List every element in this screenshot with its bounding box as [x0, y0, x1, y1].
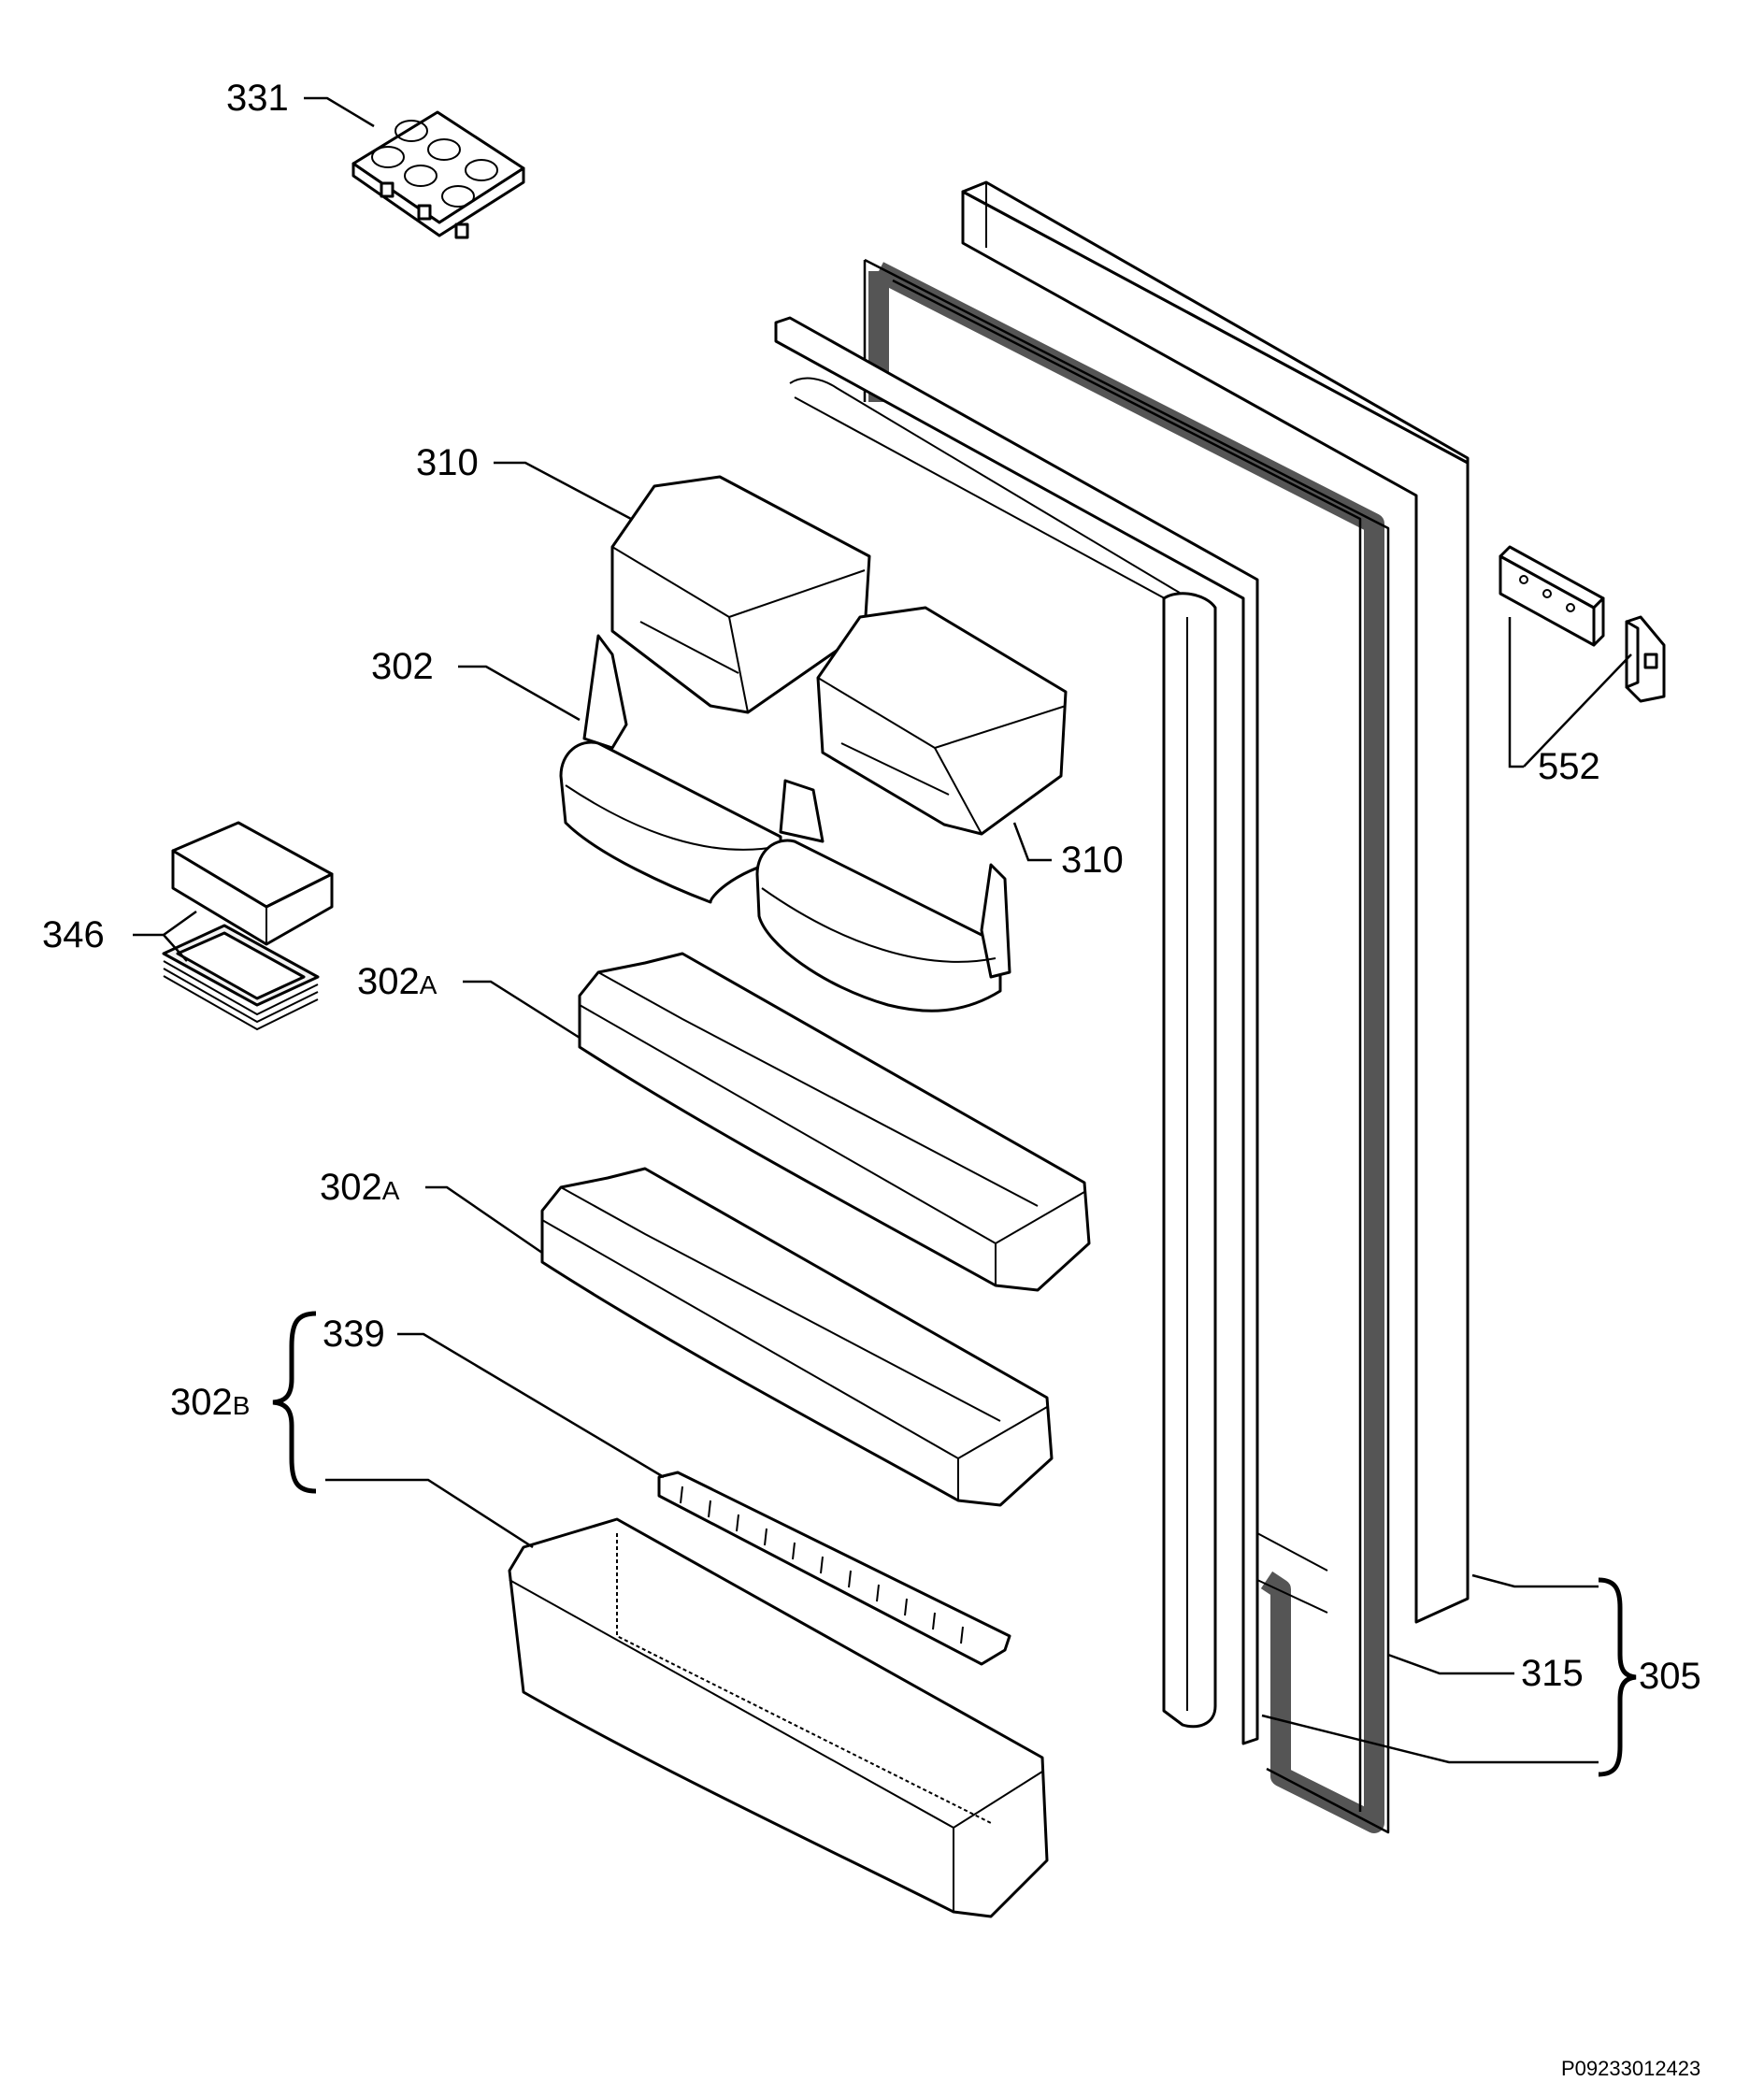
label-gasket: 315	[1521, 1653, 1584, 1694]
egg-tray	[351, 110, 525, 239]
door-inner-liner	[774, 316, 1328, 1745]
label-ice-tray: 346	[42, 914, 105, 955]
label-bottle-shelf-upper: 302A	[357, 961, 437, 1002]
door-outer-panel	[961, 180, 1470, 1624]
label-shelf-small: 302	[371, 646, 434, 687]
door-bottle-shelf-lower	[540, 1167, 1054, 1507]
ice-cube-tray	[162, 821, 334, 1031]
document-number: P09233012423	[1561, 2057, 1700, 2080]
butter-compartment-lid-lower	[816, 606, 1068, 836]
label-group-302b: 302B	[170, 1382, 250, 1423]
label-bottle-shelf-lower: 302A	[320, 1167, 400, 1208]
group-brace-305	[1598, 1577, 1637, 1777]
door-bottle-shelf-bottom	[508, 1517, 1049, 1918]
label-egg-tray: 331	[226, 78, 289, 119]
small-door-shelf-right	[755, 779, 1011, 1012]
leader-lines	[133, 96, 1632, 1764]
label-door-assembly: 305	[1639, 1656, 1701, 1697]
small-door-shelf-left	[559, 634, 782, 904]
door-gasket	[863, 258, 1390, 1834]
bottle-retainer-rack	[657, 1471, 1011, 1666]
label-butter-lid-upper: 310	[416, 442, 479, 483]
label-butter-lid-lower: 310	[1061, 840, 1124, 881]
label-bottle-rack: 339	[323, 1314, 385, 1355]
door-bottle-shelf-upper	[578, 952, 1091, 1292]
door-hinge-brackets	[1499, 545, 1666, 703]
group-brace-302b	[272, 1311, 317, 1494]
label-hinge: 552	[1538, 746, 1600, 787]
